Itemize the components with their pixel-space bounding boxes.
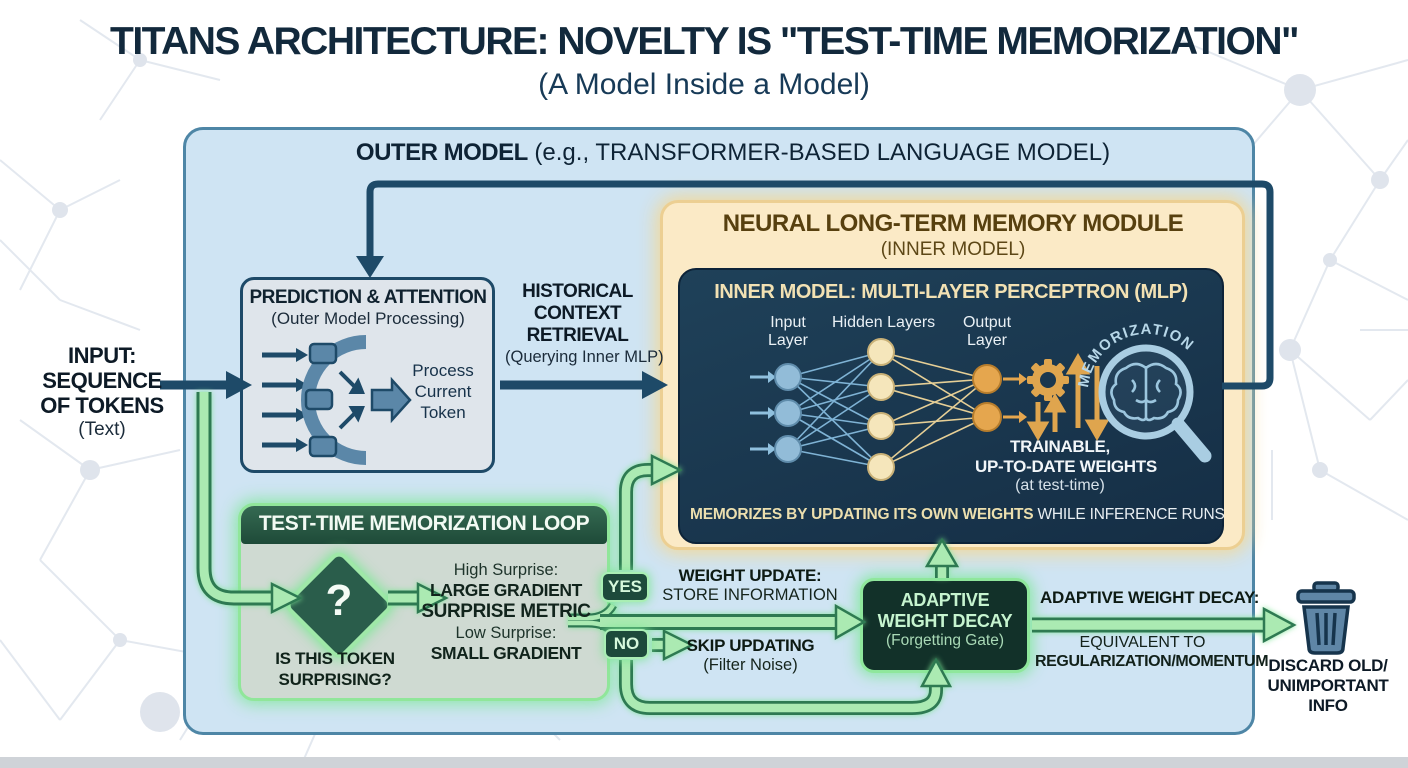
decay-line1: EQUIVALENT TO — [1079, 634, 1206, 651]
historical-line1: HISTORICAL — [522, 281, 633, 302]
memory-module-subtitle: (INNER MODEL) — [880, 239, 1026, 260]
outer-model-label: OUTER MODEL (e.g., TRANSFORMER-BASED LAN… — [283, 139, 1183, 167]
small-gradient-label: SMALL GRADIENT — [430, 643, 582, 663]
input-line2: SEQUENCE — [42, 368, 162, 393]
yes-badge: YES — [601, 572, 649, 602]
decay-line2: REGULARIZATION/MOMENTUM — [1035, 653, 1269, 670]
discard-label: DISCARD OLD/ UNIMPORTANT INFO — [1262, 656, 1394, 716]
decay-output-title: ADAPTIVE WEIGHT DECAY: — [1040, 588, 1260, 607]
loop-title: TEST-TIME MEMORIZATION LOOP — [258, 512, 590, 535]
hidden-layers-label: Hidden Layers — [832, 314, 936, 331]
trainable-line1: TRAINABLE, — [1010, 437, 1110, 456]
prediction-box-subtitle: (Outer Model Processing) — [271, 309, 465, 328]
weight-update-title: WEIGHT UPDATE: — [678, 566, 822, 585]
inner-model-title: INNER MODEL: MULTI-LAYER PERCEPTRON (MLP… — [714, 281, 1188, 303]
weight-update-label: WEIGHT UPDATE: STORE INFORMATION — [660, 566, 840, 605]
inner-footer-bold: MEMORIZES BY UPDATING ITS OWN WEIGHTS — [690, 506, 1034, 523]
page-title: TITANS ARCHITECTURE: NOVELTY IS "TEST-TI… — [110, 20, 1299, 63]
historical-line3: RETRIEVAL — [526, 325, 629, 346]
skip-updating-label: SKIP UPDATING (Filter Noise) — [678, 636, 823, 675]
loop-question: IS THIS TOKEN SURPRISING? — [275, 649, 395, 689]
discard-line1: DISCARD OLD/ — [1268, 656, 1388, 675]
decay-output-sub: EQUIVALENT TO REGULARIZATION/MOMENTUM — [1035, 633, 1269, 671]
question-mark: ? — [325, 576, 353, 625]
no-badge: NO — [604, 629, 649, 659]
historical-context-label: HISTORICAL CONTEXT RETRIEVAL (Querying I… — [505, 281, 664, 367]
historical-line2: CONTEXT — [533, 303, 622, 324]
input-label: INPUT: SEQUENCE OF TOKENS (Text) — [18, 343, 186, 442]
surprise-metric-label: SURPRISE METRIC — [421, 601, 591, 622]
adaptive-line3: (Forgetting Gate) — [885, 632, 1005, 649]
historical-sub: (Querying Inner MLP) — [505, 348, 664, 366]
inner-model-box — [678, 268, 1224, 544]
output-layer-label: Output Layer — [962, 314, 1012, 349]
large-gradient-label: LARGE GRADIENT — [430, 580, 582, 600]
low-surprise-label: Low Surprise: — [455, 624, 557, 642]
skip-title: SKIP UPDATING — [686, 636, 815, 655]
trainable-weights-label: TRAINABLE, UP-TO-DATE WEIGHTS (at test-t… — [975, 437, 1157, 495]
trainable-line3: (at test-time) — [1015, 477, 1105, 494]
outer-model-label-bold: OUTER MODEL — [355, 139, 528, 166]
process-token-caption: Process Current Token — [412, 361, 474, 422]
skip-sub: (Filter Noise) — [703, 656, 798, 674]
inner-model-footer: MEMORIZES BY UPDATING ITS OWN WEIGHTS WH… — [690, 506, 1225, 524]
memorization-loop-header — [241, 506, 607, 544]
page-subtitle: (A Model Inside a Model) — [538, 68, 870, 101]
memory-module-title: NEURAL LONG-TERM MEMORY MODULE — [722, 210, 1184, 237]
adaptive-line2: WEIGHT DECAY — [877, 611, 1013, 631]
outer-model-label-rest: (e.g., TRANSFORMER-BASED LANGUAGE MODEL) — [527, 139, 1111, 166]
discard-line3: INFO — [1308, 696, 1348, 715]
prediction-box-title: PREDICTION & ATTENTION — [249, 287, 487, 308]
surprise-metric-block: High Surprise: LARGE GRADIENT SURPRISE M… — [420, 560, 592, 663]
input-line1: INPUT: — [68, 343, 136, 368]
input-line3: OF TOKENS — [40, 393, 164, 418]
weight-update-sub: STORE INFORMATION — [662, 586, 838, 604]
input-layer-label: Input Layer — [767, 314, 809, 349]
inner-footer-rest: WHILE INFERENCE RUNS — [1033, 506, 1225, 523]
adaptive-line1: ADAPTIVE — [900, 590, 990, 610]
input-line4: (Text) — [78, 419, 126, 440]
discard-line2: UNIMPORTANT — [1267, 676, 1389, 695]
high-surprise-label: High Surprise: — [453, 561, 559, 579]
bottom-strip — [0, 757, 1408, 768]
trainable-line2: UP-TO-DATE WEIGHTS — [975, 457, 1157, 476]
adaptive-box-label: ADAPTIVE WEIGHT DECAY (Forgetting Gate) — [862, 590, 1028, 650]
